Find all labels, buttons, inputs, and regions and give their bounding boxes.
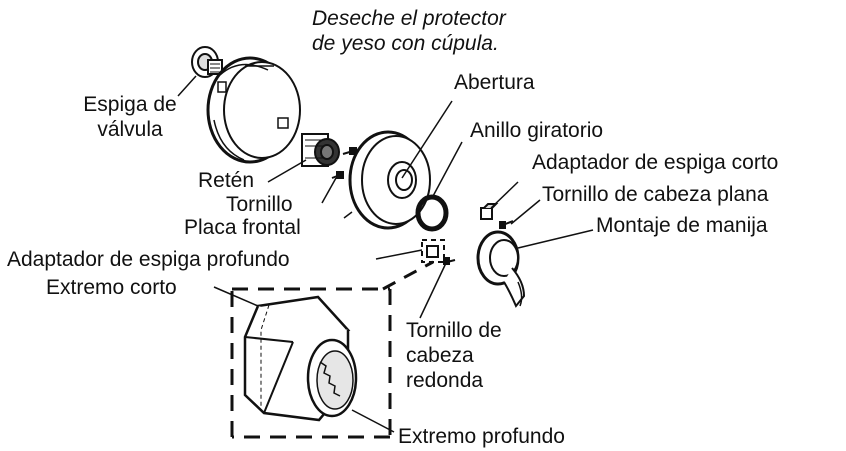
label-short-end: Extremo corto	[46, 276, 177, 299]
label-valve-stem: Espiga de válvula	[66, 92, 194, 142]
label-deep-end: Extremo profundo	[398, 425, 565, 448]
plaster-guard-dome	[206, 56, 301, 164]
deep-stem-adapter-enlarged	[243, 295, 358, 422]
label-round-head-screw-line-1: Tornillo de	[406, 319, 502, 342]
label-short-stem-adapter: Adaptador de espiga corto	[532, 151, 779, 174]
label-handle-assembly: Montaje de manija	[596, 214, 768, 237]
label-swivel-ring: Anillo giratorio	[470, 119, 604, 142]
label-flat-head-screw: Tornillo de cabeza plana	[542, 183, 769, 206]
zoom-callout-box	[230, 260, 434, 439]
retainer	[301, 133, 340, 167]
leader-lines	[177, 65, 594, 433]
label-round-head-screw-line-3: redonda	[406, 369, 484, 392]
faceplate	[348, 130, 431, 230]
valve-stem	[191, 46, 223, 78]
label-faceplate: Placa frontal	[184, 216, 301, 239]
label-valve-stem-line-1: Espiga de	[83, 93, 177, 116]
flat-head-screw	[499, 220, 514, 229]
label-round-head-screw-line-2: cabeza	[406, 344, 474, 367]
swivel-ring	[415, 194, 449, 232]
plaster-guard-note-line-1: Deseche el protector	[312, 7, 506, 30]
handle-assembly	[476, 230, 526, 308]
plaster-guard-note-line-2: de yeso con cúpula.	[312, 32, 499, 55]
label-retainer: Retén	[198, 169, 255, 192]
plaster-guard-note: Deseche el protector de yeso con cúpula.	[312, 6, 506, 56]
round-head-screw	[443, 257, 456, 265]
label-screw: Tornillo	[226, 193, 293, 216]
label-valve-stem-line-2: válvula	[97, 118, 163, 141]
label-round-head-screw: Tornillo de cabeza redonda	[406, 318, 502, 393]
retainer-screws	[331, 147, 357, 179]
deep-stem-adapter-small	[421, 239, 445, 263]
label-deep-stem-adapter: Adaptador de espiga profundo	[7, 248, 290, 271]
label-opening: Abertura	[454, 71, 535, 94]
